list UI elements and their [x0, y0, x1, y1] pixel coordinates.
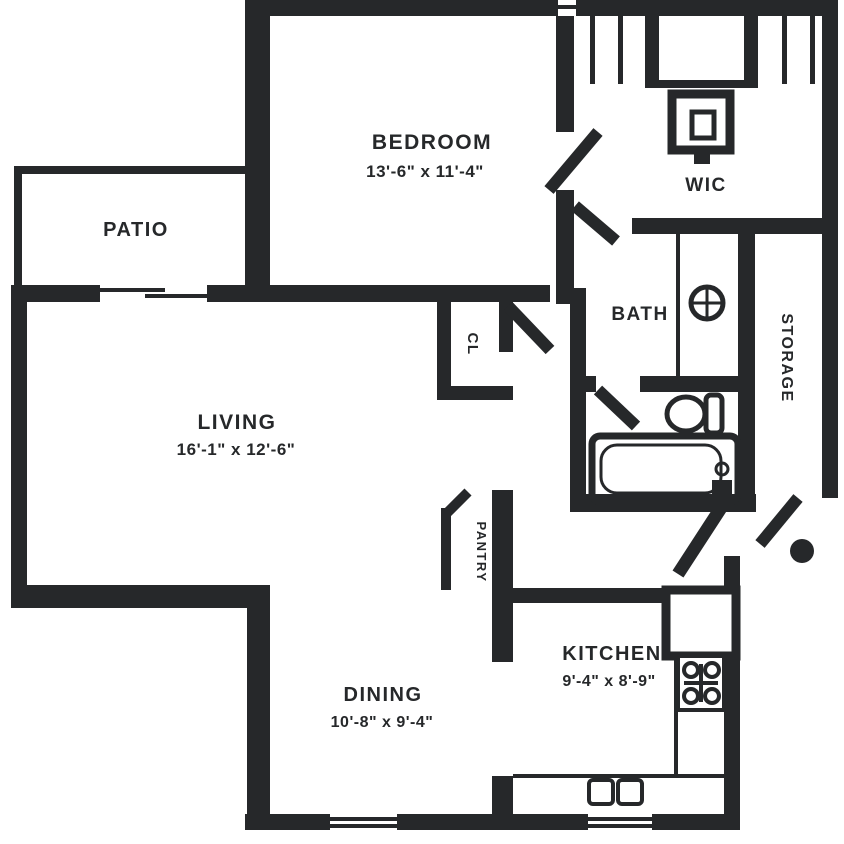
water-heater-outline: [667, 89, 735, 155]
wall: [437, 386, 513, 400]
bathtub-fixture: [588, 432, 742, 506]
burner: [703, 687, 721, 705]
burner: [682, 687, 700, 705]
water-heater-fixture: [667, 89, 735, 164]
kitchen-dims: 9'-4" x 8'-9": [562, 673, 655, 690]
stove-fixture: [676, 654, 726, 712]
bath-sink-fixture: [688, 284, 726, 322]
window: [330, 817, 397, 821]
window: [588, 824, 652, 828]
closet-door-swing: [503, 301, 555, 355]
wall: [397, 814, 588, 830]
bath-door-swing: [593, 385, 641, 431]
kitchen-label: KITCHEN: [562, 643, 661, 665]
closet-rod-line: [782, 16, 787, 84]
tub-inner: [599, 443, 723, 495]
bedroom-dims: 13'-6" x 11'-4": [366, 162, 484, 181]
window: [330, 824, 397, 828]
wall: [512, 588, 664, 603]
wall: [640, 376, 738, 392]
wall: [556, 190, 574, 304]
counter-edge: [674, 660, 678, 776]
wall: [441, 508, 451, 590]
closet-label: CL: [464, 333, 481, 356]
storage-door-swing: [755, 494, 803, 548]
wall: [207, 285, 550, 302]
pantry-angled-wall: [442, 488, 472, 518]
wall: [645, 16, 659, 86]
sliding-door-panel: [145, 294, 207, 298]
closet-shelf: [645, 80, 758, 88]
wall: [492, 490, 513, 662]
wall: [574, 376, 596, 392]
wall: [245, 814, 330, 830]
bedroom-label: BEDROOM: [372, 131, 492, 154]
sink-basin: [616, 778, 644, 806]
patio-label: PATIO: [103, 219, 169, 241]
vanity-edge: [676, 234, 680, 376]
tub-outline: [588, 432, 742, 506]
wall: [632, 218, 822, 234]
wall: [492, 776, 513, 814]
patio-wall: [14, 166, 22, 288]
burner: [703, 661, 721, 679]
entry-door-swing: [672, 490, 736, 578]
water-heater-inner: [689, 109, 717, 141]
wall: [822, 16, 838, 498]
patio-wall: [14, 166, 245, 174]
wall: [11, 285, 27, 608]
kitchen-sink-fixture: [587, 778, 644, 806]
sink-basin: [587, 778, 615, 806]
wall: [11, 585, 270, 608]
door-knob-dot: [790, 539, 814, 563]
wic-door-swing: [571, 201, 620, 246]
wall: [11, 285, 100, 302]
water-heater-base: [694, 150, 710, 164]
window: [588, 817, 652, 821]
window: [558, 5, 576, 9]
burner: [682, 661, 700, 679]
wall: [570, 288, 586, 512]
refrigerator-fixture: [661, 585, 741, 661]
door-swings: [503, 128, 803, 578]
sliding-door-panel: [100, 288, 165, 292]
thin-lines: [100, 5, 815, 828]
wall: [652, 814, 740, 830]
toilet-tank: [703, 392, 725, 436]
dining-label: DINING: [344, 684, 423, 706]
wall: [556, 16, 574, 132]
bath-label: BATH: [611, 304, 668, 325]
closet-rod-line: [590, 16, 595, 84]
wall: [247, 585, 270, 830]
wall: [437, 302, 451, 400]
room-labels: BEDROOM 13'-6" x 11'-4" PATIO LIVING 16'…: [103, 131, 795, 731]
wall: [738, 218, 755, 512]
living-label: LIVING: [197, 411, 276, 434]
bedroom-door-swing: [544, 128, 603, 194]
closet-rod-line: [810, 16, 815, 84]
counter-edge: [513, 774, 724, 778]
wall: [744, 16, 758, 86]
wall: [245, 0, 270, 302]
wall: [245, 0, 558, 16]
wic-label: WIC: [685, 175, 726, 196]
toilet-bowl: [664, 394, 708, 434]
wall: [576, 0, 838, 16]
toilet-fixture: [664, 392, 725, 436]
dining-dims: 10'-8" x 9'-4": [331, 714, 434, 731]
tub-drain: [714, 461, 730, 477]
living-dims: 16'-1" x 12'-6": [177, 440, 296, 459]
closet-rod-line: [618, 16, 623, 84]
storage-label: STORAGE: [778, 313, 795, 402]
pantry-label: PANTRY: [474, 522, 489, 583]
walls: [11, 0, 838, 830]
